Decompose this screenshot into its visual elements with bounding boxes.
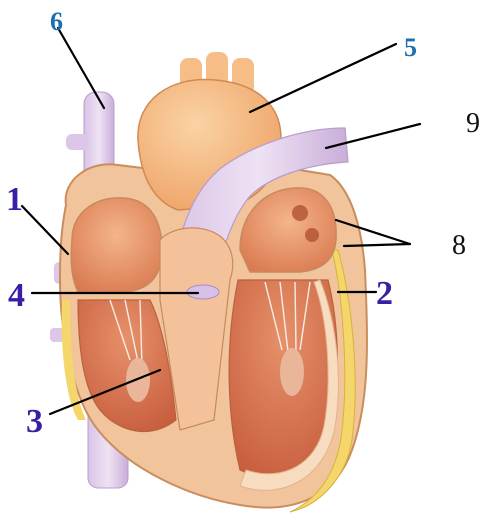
label-4: 4: [8, 277, 25, 314]
label-1: 1: [6, 181, 23, 218]
label-9: 9: [466, 108, 480, 139]
pulmonary-vein-opening: [305, 228, 319, 242]
label-6: 6: [50, 7, 63, 36]
leader-1: [22, 206, 68, 254]
pulmonary-vein-opening: [292, 205, 308, 221]
leader-5: [250, 44, 396, 112]
label-2: 2: [376, 275, 393, 312]
label-3: 3: [26, 403, 43, 440]
right-atrium: [71, 198, 162, 292]
label-8: 8: [452, 230, 466, 261]
label-5: 5: [404, 33, 417, 62]
leader-6: [58, 28, 104, 108]
